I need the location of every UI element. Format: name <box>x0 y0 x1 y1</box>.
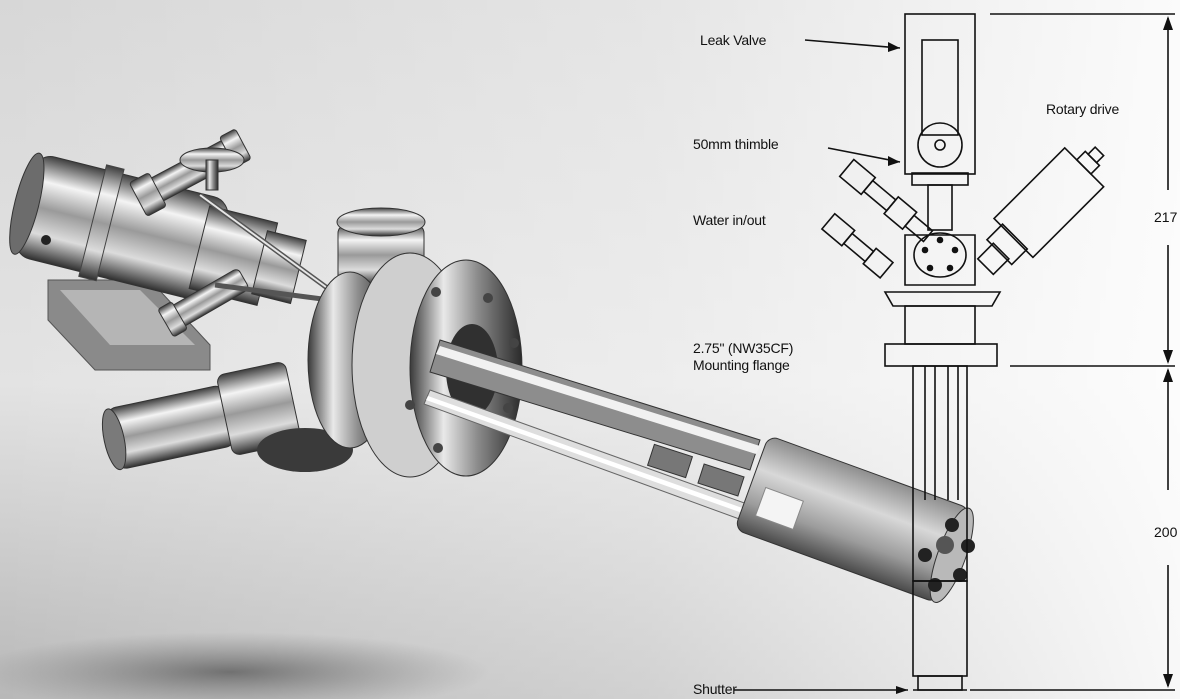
technical-drawing <box>734 13 1175 691</box>
leak-valve-label: Leak Valve <box>700 32 767 48</box>
shutter-label: Shutter <box>693 681 737 697</box>
floor-shadow <box>0 632 490 699</box>
dimension-lower: 200 <box>1154 524 1178 540</box>
evaporator-photo <box>9 129 975 603</box>
thimble-label: 50mm thimble <box>693 136 779 152</box>
flange-label-line2: Mounting flange <box>693 357 790 373</box>
dimension-upper: 217 <box>1154 209 1178 225</box>
flange-label-line1: 2.75" (NW35CF) <box>693 340 794 356</box>
rotary-drive-label: Rotary drive <box>1046 101 1120 117</box>
water-label: Water in/out <box>693 212 766 228</box>
